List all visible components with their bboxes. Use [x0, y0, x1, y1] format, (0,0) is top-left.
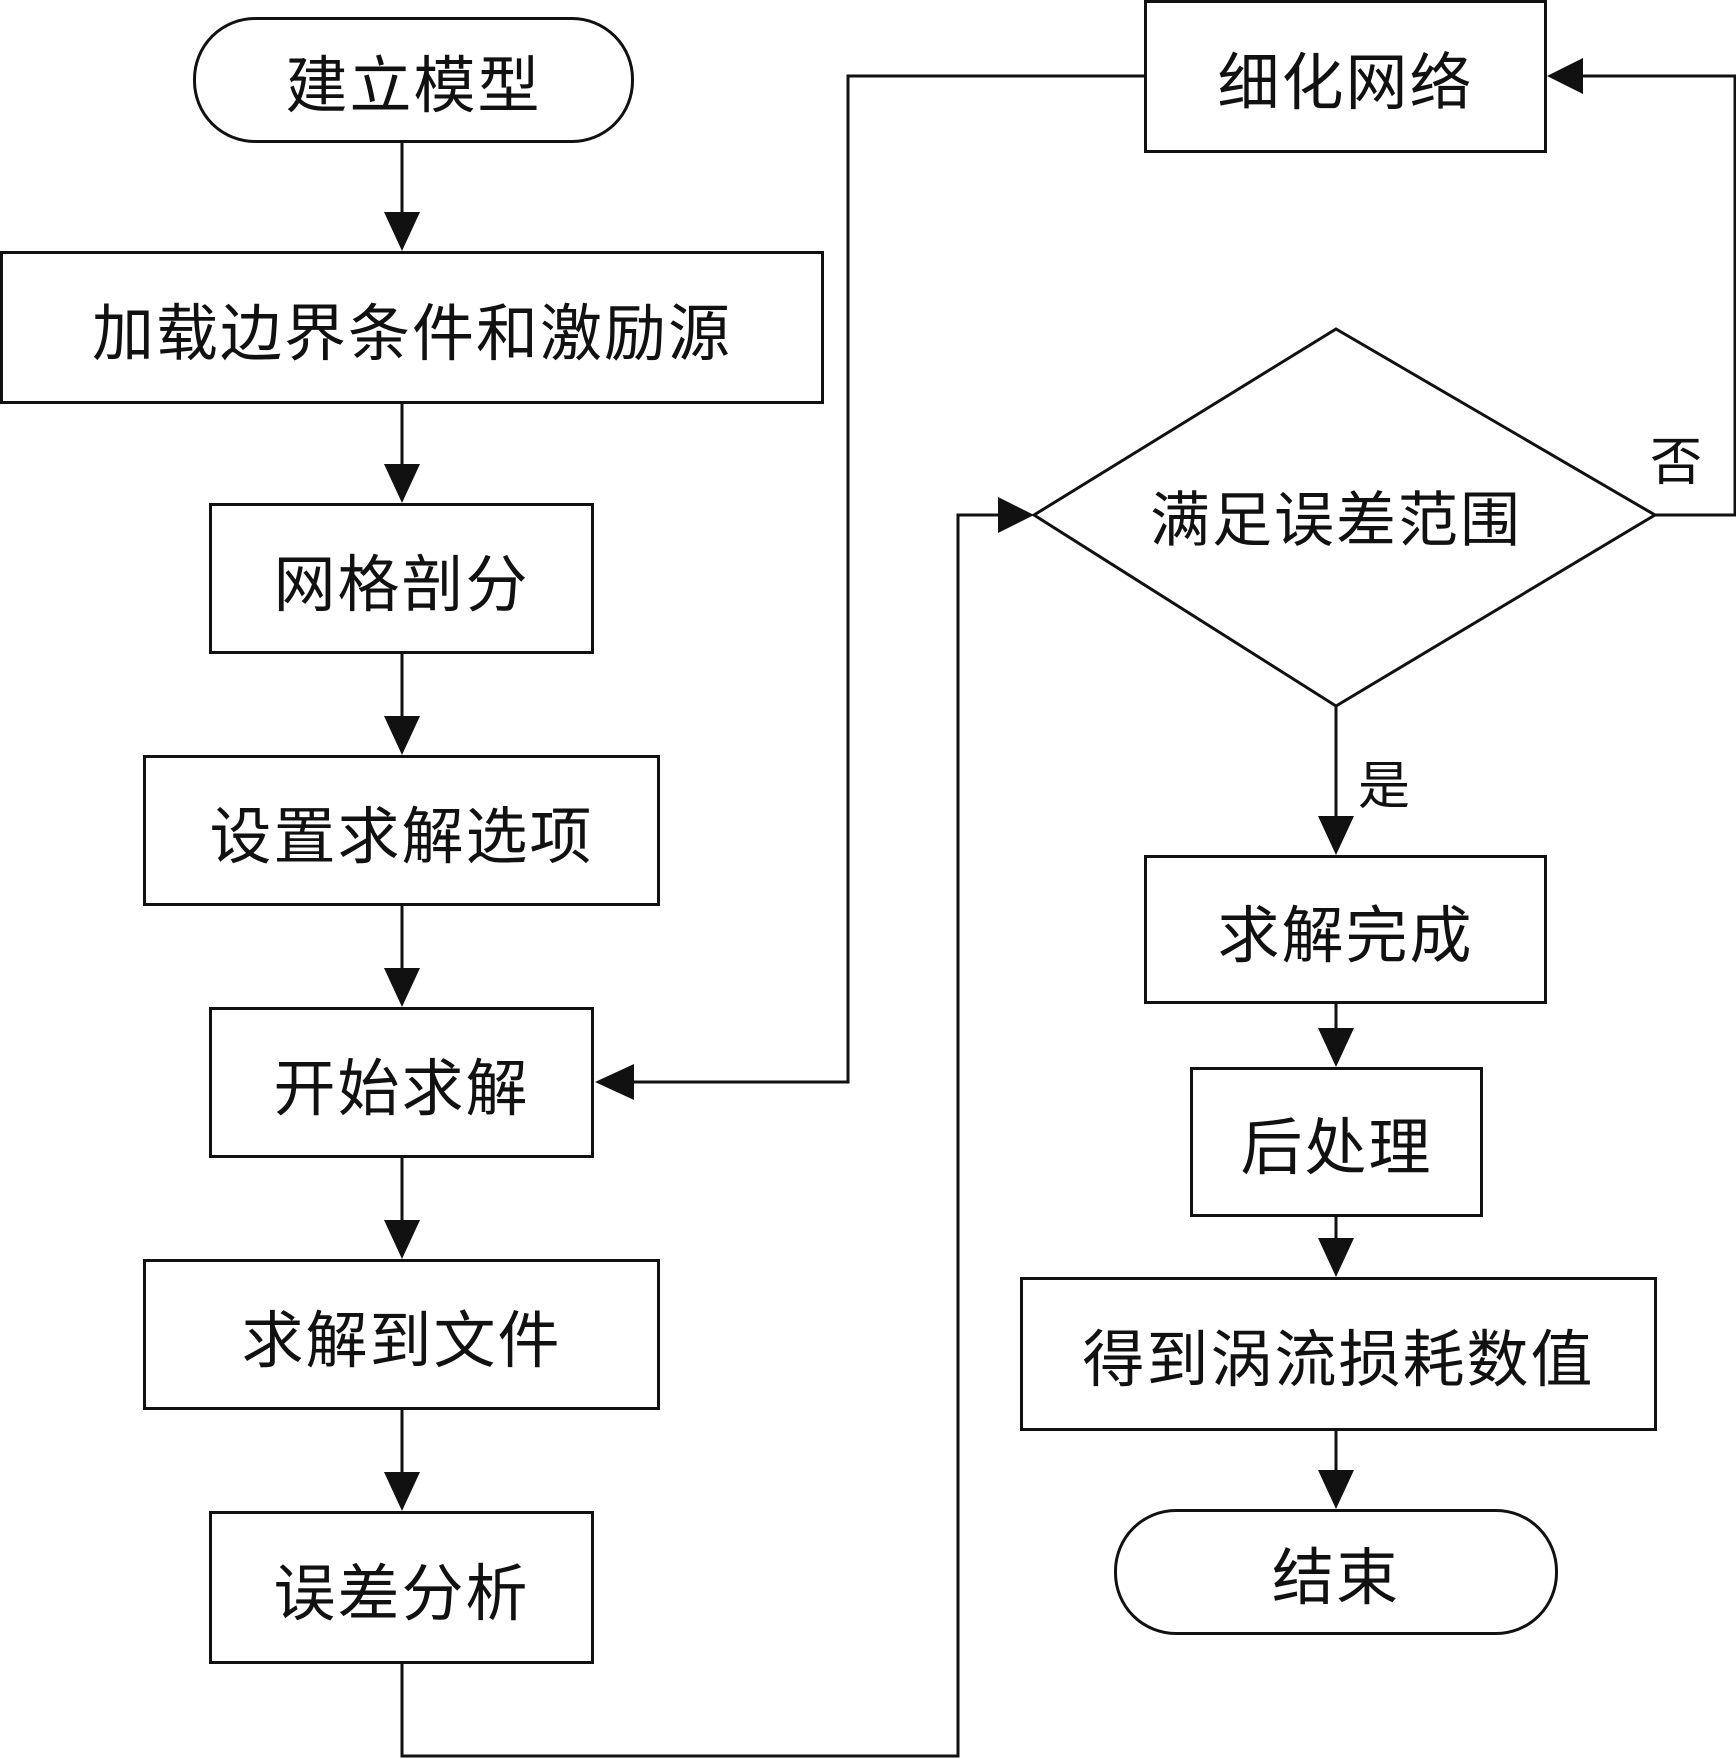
arrow-refine-to-start	[634, 74, 1144, 1084]
start-terminal: 建立模型	[193, 17, 634, 143]
arrow-error-to-decision	[400, 513, 998, 1758]
arrowhead-decision-no	[1547, 58, 1583, 94]
post-process-box: 后处理	[1190, 1067, 1483, 1217]
arrowhead-start-to-file	[384, 1220, 420, 1259]
error-analysis-box: 误差分析	[209, 1511, 594, 1664]
arrowhead-refine-to-start	[595, 1064, 634, 1100]
decision-diamond	[1031, 327, 1658, 708]
load-conditions-box: 加载边界条件和激励源	[0, 251, 824, 404]
start-solve-box: 开始求解	[209, 1007, 594, 1158]
edge-label-no: 否	[1650, 433, 1703, 493]
solve-done-box: 求解完成	[1144, 855, 1547, 1004]
arrowhead-done-to-post	[1318, 1028, 1354, 1067]
arrowhead-build-to-load	[384, 212, 420, 251]
arrowhead-post-to-loss	[1318, 1238, 1354, 1277]
arrowhead-loss-to-end	[1318, 1470, 1354, 1509]
mesh-box: 网格剖分	[209, 503, 594, 654]
arrowhead-file-to-error	[384, 1472, 420, 1511]
solve-to-file-box: 求解到文件	[143, 1259, 660, 1410]
eddy-loss-box: 得到涡流损耗数值	[1020, 1277, 1657, 1431]
arrowhead-decision-yes	[1318, 816, 1354, 855]
arrowhead-error-to-decision	[998, 497, 1034, 533]
arrowhead-options-to-start	[384, 968, 420, 1007]
decision-label: 满足误差范围	[1150, 485, 1522, 556]
solve-options-box: 设置求解选项	[143, 755, 660, 906]
edge-label-yes: 是	[1358, 757, 1411, 817]
end-terminal: 结束	[1114, 1509, 1558, 1635]
arrowhead-mesh-to-options	[384, 716, 420, 755]
refine-mesh-box: 细化网络	[1144, 0, 1547, 153]
arrow-decision-no	[1580, 74, 1736, 517]
arrowhead-load-to-mesh	[384, 464, 420, 503]
